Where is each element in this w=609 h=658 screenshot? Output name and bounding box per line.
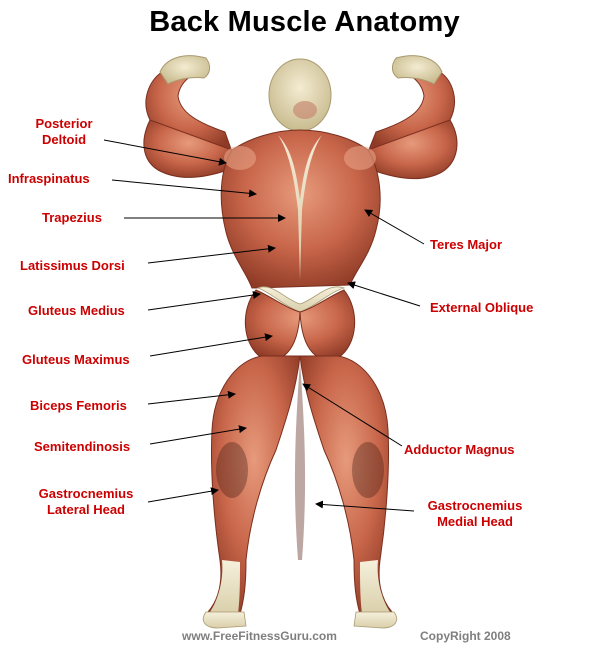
label-biceps-femoris: Biceps Femoris	[30, 398, 127, 413]
footer-website: www.FreeFitnessGuru.com	[182, 629, 337, 643]
leader-semitendinosis	[149, 425, 247, 445]
leader-gastrocnemius-lateral	[147, 487, 219, 503]
label-adductor-magnus: Adductor Magnus	[404, 442, 515, 457]
leader-gluteus-medius	[147, 291, 261, 311]
label-posterior-deltoid: Posterior Deltoid	[35, 116, 93, 147]
label-gastrocnemius-medial-head: Gastrocnemius Medial Head	[427, 498, 523, 529]
leader-teres-major	[364, 209, 425, 245]
leader-biceps-femoris	[147, 390, 236, 405]
footer-copyright: CopyRight 2008	[420, 629, 511, 643]
label-external-oblique: External Oblique	[430, 300, 534, 315]
leader-posterior-deltoid	[103, 139, 227, 166]
label-gluteus-maximus: Gluteus Maximus	[22, 352, 130, 367]
label-gastrocnemius-lateral-head: Gastrocnemius Lateral Head	[38, 486, 134, 517]
leader-latissimus-dorsi	[147, 244, 276, 264]
leader-infraspinatus	[111, 179, 257, 198]
leader-gastrocnemius-medial	[315, 500, 415, 512]
label-infraspinatus: Infraspinatus	[8, 171, 90, 186]
leader-gluteus-maximus	[149, 333, 273, 357]
label-gluteus-medius: Gluteus Medius	[28, 303, 125, 318]
label-latissimus-dorsi: Latissimus Dorsi	[20, 258, 125, 273]
diagram-title: Back Muscle Anatomy	[149, 6, 460, 38]
label-semitendinosis: Semitendinosis	[34, 439, 131, 454]
label-teres-major: Teres Major	[430, 237, 503, 252]
leader-adductor-magnus	[302, 383, 403, 447]
leader-external-oblique	[347, 281, 421, 307]
label-trapezius: Trapezius	[42, 210, 102, 225]
